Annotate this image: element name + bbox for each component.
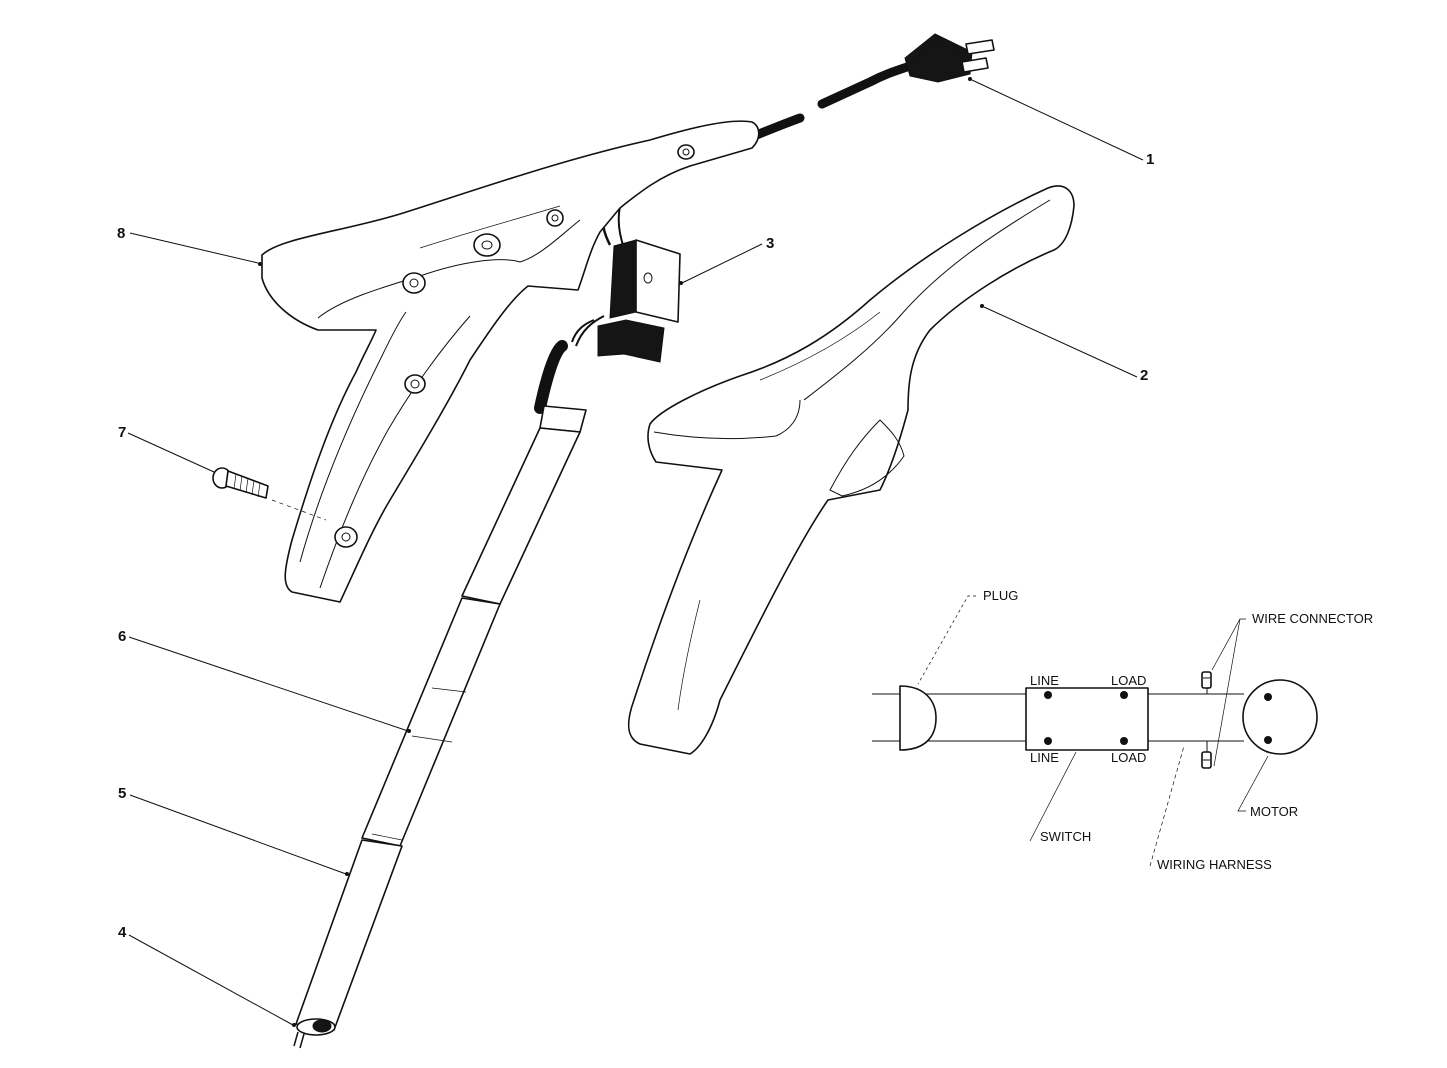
extension-tube (293, 340, 587, 1049)
callout-8: 8 (117, 225, 125, 242)
screw-boss (677, 144, 695, 160)
handle-half-right (627, 185, 1075, 755)
screw-boss (473, 233, 501, 257)
callout-7: 7 (118, 424, 126, 441)
plug-body (904, 33, 995, 83)
schematic-wire-connector (1201, 741, 1212, 769)
callout-3: 3 (766, 235, 774, 252)
switch-part (571, 239, 681, 363)
callout-6: 6 (118, 628, 126, 645)
screw (212, 467, 327, 521)
callout-numbers: 1 2 3 4 5 6 7 8 (117, 151, 1154, 941)
line-label-top: LINE (1030, 673, 1059, 688)
wiring-schematic: PLUG WIRE CONNECTOR LINE LOAD LINE LOAD … (872, 588, 1373, 872)
schematic-motor-symbol (1242, 679, 1318, 755)
wiring-harness-label: WIRING HARNESS (1157, 857, 1272, 872)
handle-half-left (261, 120, 760, 603)
load-label-bottom: LOAD (1111, 750, 1146, 765)
screw-boss (402, 272, 426, 294)
callout-5: 5 (118, 785, 126, 802)
screw-boss (546, 209, 564, 227)
switch-label: SWITCH (1040, 829, 1091, 844)
motor-label: MOTOR (1250, 804, 1298, 819)
wire-connector-label: WIRE CONNECTOR (1252, 611, 1373, 626)
leader-lines (127, 77, 1144, 1027)
load-label-top: LOAD (1111, 673, 1146, 688)
line-label-bottom: LINE (1030, 750, 1059, 765)
screw-boss (334, 526, 358, 548)
schematic-plug-symbol (899, 685, 937, 751)
callout-4: 4 (118, 924, 127, 941)
callout-1: 1 (1146, 151, 1154, 168)
schematic-wire-connector (1201, 671, 1212, 694)
callout-2: 2 (1140, 367, 1148, 384)
plug-label: PLUG (983, 588, 1018, 603)
screw-boss (404, 374, 426, 394)
